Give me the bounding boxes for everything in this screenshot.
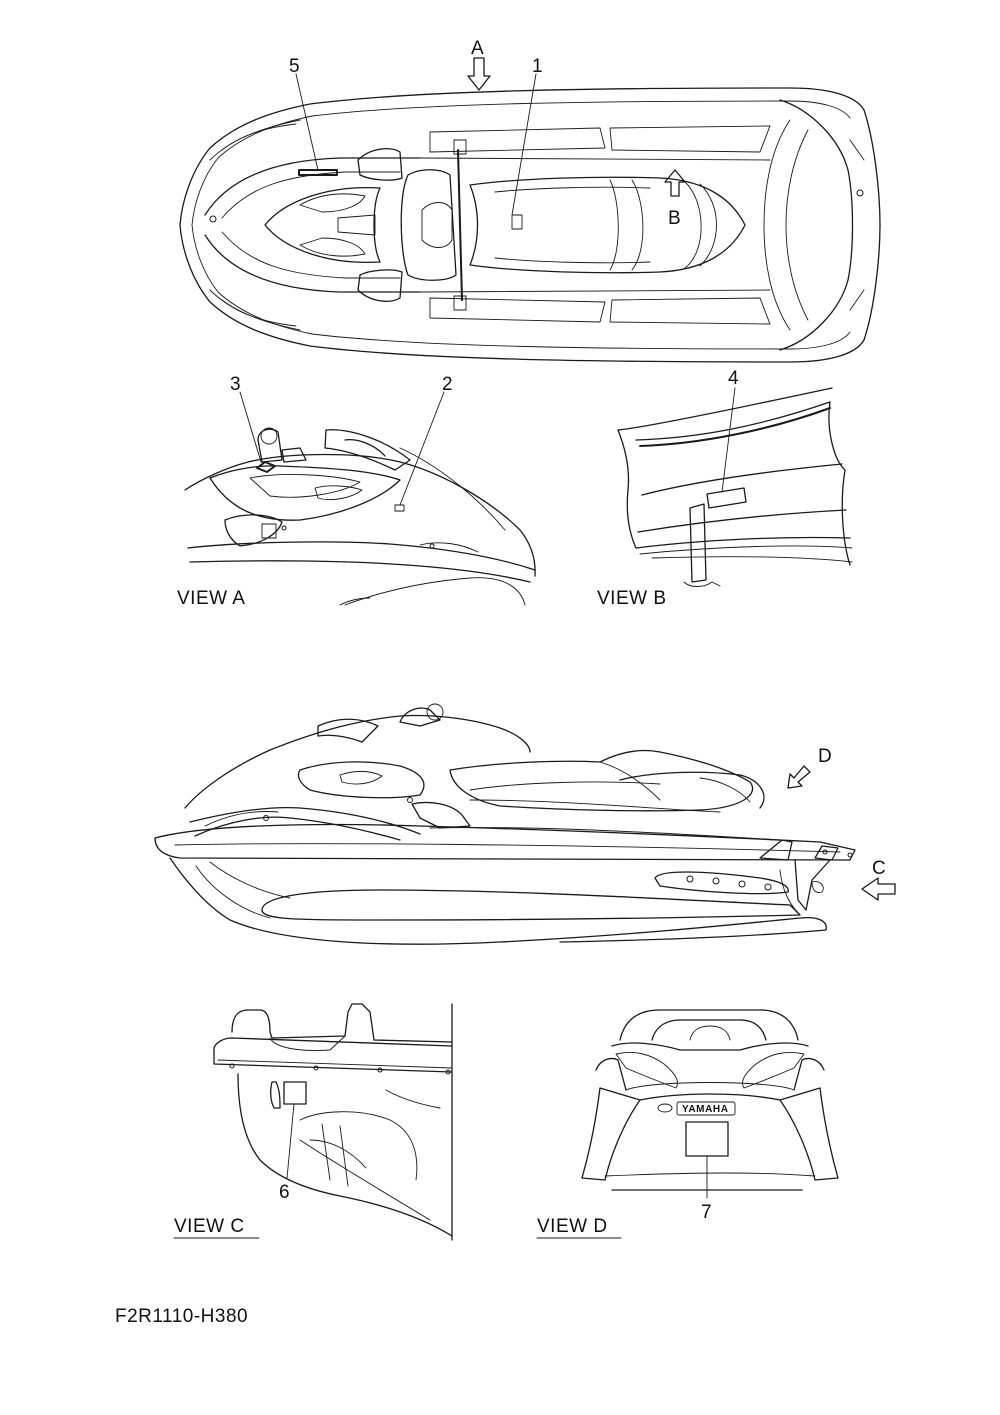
view-d-detail: YAMAHA — [581, 1009, 839, 1191]
view-b-title: VIEW B — [597, 588, 667, 609]
callout-5: 5 — [289, 56, 319, 171]
callout-1: 1 — [511, 56, 543, 216]
callout-6-label: 6 — [279, 1182, 290, 1203]
side-view-watercraft — [154, 703, 856, 945]
top-view-watercraft — [179, 87, 881, 363]
view-marker-c: C — [872, 858, 886, 879]
view-marker-b: B — [668, 208, 681, 229]
view-c-title: VIEW C — [174, 1216, 245, 1237]
callout-7: 7 — [701, 1155, 712, 1223]
view-a-title: VIEW A — [177, 588, 245, 609]
view-c-title-group: VIEW C — [173, 1216, 260, 1239]
brand-plate-text: YAMAHA — [682, 1104, 729, 1115]
view-d-title: VIEW D — [537, 1216, 608, 1237]
drawing-code: F2R1110-H380 — [115, 1306, 248, 1327]
callout-5-label: 5 — [289, 56, 300, 77]
callout-3: 3 — [230, 374, 262, 463]
view-a-detail — [184, 427, 536, 606]
callout-3-label: 3 — [230, 374, 241, 395]
view-arrow-c: C — [861, 858, 896, 901]
callout-6: 6 — [279, 1103, 295, 1203]
callout-1-label: 1 — [532, 56, 543, 77]
view-marker-a: A — [471, 38, 484, 59]
view-marker-d: D — [818, 746, 832, 767]
callout-2-label: 2 — [442, 374, 453, 395]
view-c-detail — [213, 1003, 453, 1241]
callout-2: 2 — [399, 374, 453, 506]
callout-4: 4 — [721, 368, 739, 493]
view-arrow-b: B — [664, 169, 686, 229]
view-arrow-a: A — [467, 38, 491, 91]
view-d-title-group: VIEW D — [536, 1216, 622, 1239]
callout-4-label: 4 — [728, 368, 739, 389]
view-b-detail — [617, 387, 853, 587]
view-arrow-d: D — [787, 746, 832, 789]
callout-7-label: 7 — [701, 1202, 712, 1223]
